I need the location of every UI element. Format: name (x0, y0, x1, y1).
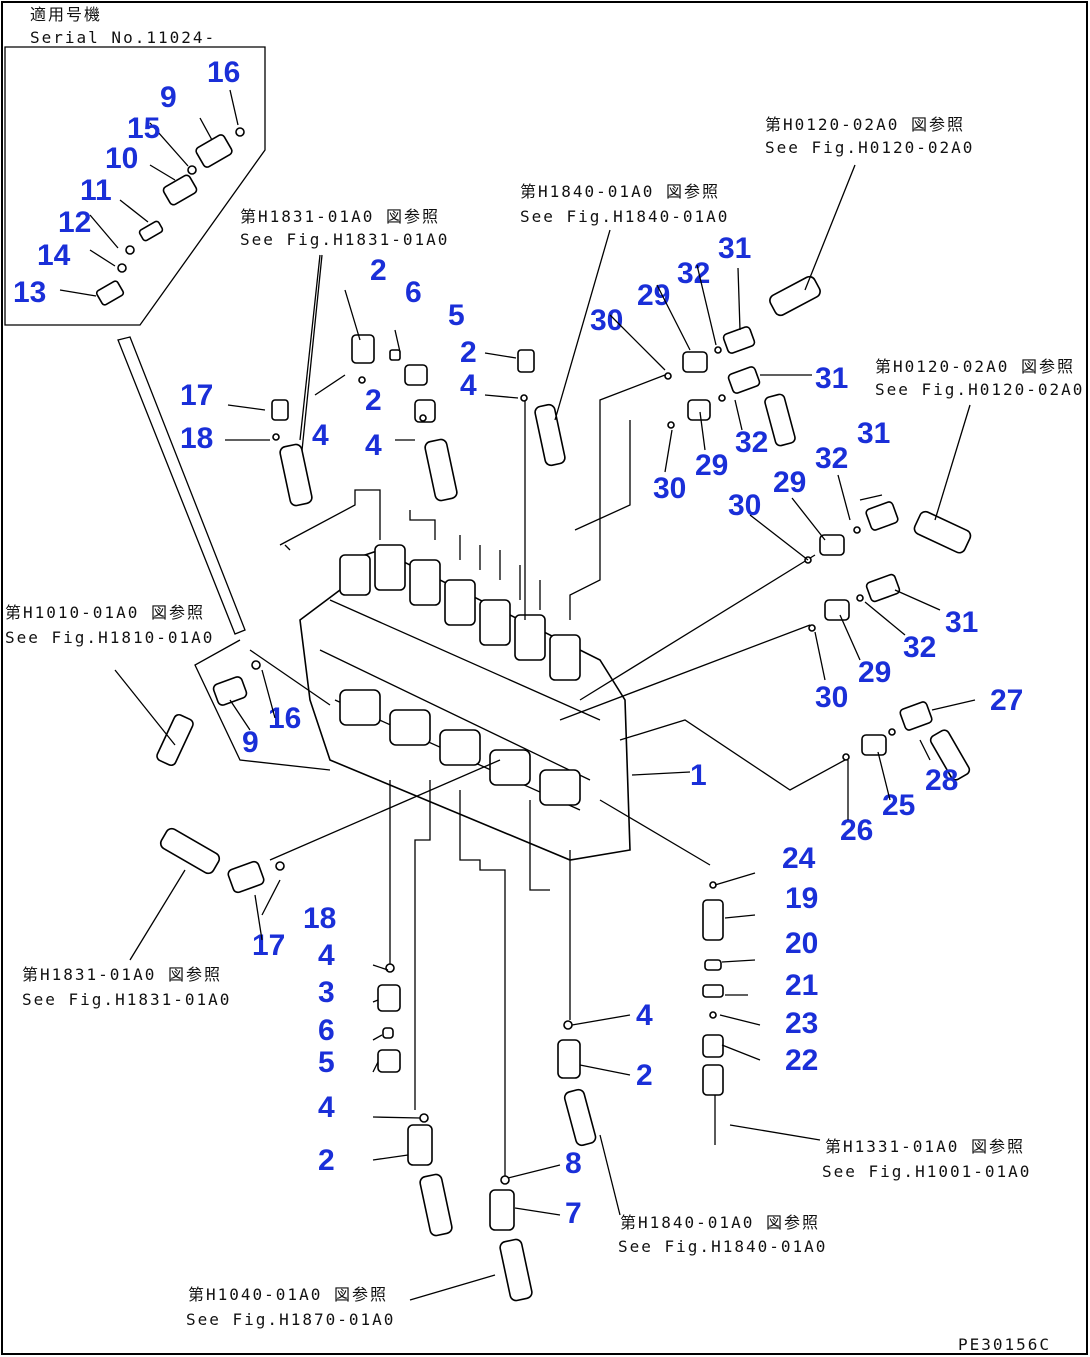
callout: 2 (370, 254, 387, 287)
callout: 3 (318, 976, 335, 1009)
callout: 16 (268, 702, 301, 735)
ref-h1331-bottom-en: See Fig.H1001-01A0 (822, 1162, 1031, 1181)
ref-h1840-bottom-jp: 第H1840-01A0 図参照 (620, 1213, 820, 1232)
callout: 4 (460, 369, 477, 402)
reference-labels: 第H1831-01A0 図参照 See Fig.H1831-01A0 第H184… (5, 115, 1084, 1329)
ref-h1040-bottom-jp: 第H1040-01A0 図参照 (188, 1285, 388, 1304)
fittings (156, 275, 972, 1302)
callout: 22 (785, 1044, 818, 1077)
ref-h1831-bottom-jp: 第H1831-01A0 図参照 (22, 965, 222, 984)
ref-h0120-top-en: See Fig.H0120-02A0 (765, 138, 974, 157)
ref-h1831-top-en: See Fig.H1831-01A0 (240, 230, 449, 249)
callout: 2 (636, 1059, 653, 1092)
ref-h0120-top-jp: 第H0120-02A0 図参照 (765, 115, 965, 134)
callout: 27 (990, 684, 1023, 717)
callout: 8 (565, 1147, 582, 1180)
leader-lines (194, 254, 846, 1180)
callout: 1 (690, 759, 707, 792)
callout: 30 (653, 472, 686, 505)
inset-title: 適用号機 (30, 5, 102, 24)
callout: 21 (785, 969, 818, 1002)
callout: 26 (840, 814, 873, 847)
callout: 6 (405, 276, 422, 309)
callout: 30 (590, 304, 623, 337)
callout: 4 (365, 429, 382, 462)
callout: 5 (318, 1046, 335, 1079)
control-valve-body (299, 544, 631, 861)
ref-h1010-left-en: See Fig.H1810-01A0 (5, 628, 214, 647)
ref-h1840-top-jp: 第H1840-01A0 図参照 (520, 182, 720, 201)
callout: 32 (815, 442, 848, 475)
callout: 25 (882, 789, 915, 822)
callout: 31 (857, 417, 890, 450)
callout: 32 (735, 426, 768, 459)
callout: 2 (318, 1144, 335, 1177)
callout: 31 (718, 232, 751, 265)
callout: 4 (312, 419, 329, 452)
callout: 16 (207, 56, 240, 89)
ref-h1831-top-jp: 第H1831-01A0 図参照 (240, 207, 440, 226)
callout: 2 (365, 384, 382, 417)
ref-h1331-bottom-jp: 第H1331-01A0 図参照 (825, 1137, 1025, 1156)
callout: 4 (318, 1091, 335, 1124)
o-rings (251, 346, 896, 1185)
callout: 30 (815, 681, 848, 714)
callout: 10 (105, 142, 138, 175)
callout: 18 (180, 422, 213, 455)
callout: 6 (318, 1014, 335, 1047)
callout: 32 (677, 257, 710, 290)
ref-h1840-top-en: See Fig.H1840-01A0 (520, 207, 729, 226)
callout: 11 (80, 174, 112, 207)
callout: 24 (782, 842, 816, 875)
callout: 2 (460, 336, 477, 369)
drawing-code: PE30156C (958, 1335, 1051, 1354)
callout: 28 (925, 764, 958, 797)
ref-h1040-bottom-en: See Fig.H1870-01A0 (186, 1310, 395, 1329)
reference-arrows (114, 164, 971, 1301)
ref-h1840-bottom-en: See Fig.H1840-01A0 (618, 1237, 827, 1256)
callout: 31 (815, 362, 848, 395)
callout: 17 (180, 379, 213, 412)
callout: 31 (945, 606, 978, 639)
callout: 32 (903, 631, 936, 664)
callout: 9 (242, 726, 259, 759)
callout: 4 (318, 939, 335, 972)
callout: 14 (37, 239, 71, 272)
callout: 7 (565, 1197, 582, 1230)
callout: 9 (160, 81, 177, 114)
callout: 12 (58, 206, 91, 239)
callout: 4 (636, 999, 653, 1032)
callout: 20 (785, 927, 818, 960)
ref-h1010-left-jp: 第H1010-01A0 図参照 (5, 603, 205, 622)
ref-h0120-right-en: See Fig.H0120-02A0 (875, 380, 1084, 399)
ref-h0120-right-jp: 第H0120-02A0 図参照 (875, 357, 1075, 376)
callout: 29 (637, 279, 670, 312)
callout-leaders (225, 264, 976, 1216)
callout: 29 (695, 449, 728, 482)
callout: 29 (773, 466, 806, 499)
ref-h1831-bottom-en: See Fig.H1831-01A0 (22, 990, 231, 1009)
callout: 30 (728, 489, 761, 522)
inset-serial: Serial No.11024- (30, 28, 216, 47)
callout: 17 (252, 929, 285, 962)
serial-inset: 適用号機 Serial No.11024- (4, 5, 266, 326)
callout-numbers: 16 9 15 10 11 12 14 13 2 6 5 2 4 17 18 4… (13, 56, 1023, 1230)
callout: 18 (303, 902, 336, 935)
callout: 29 (858, 656, 891, 689)
callout: 13 (13, 276, 46, 309)
callout: 19 (785, 882, 818, 915)
callout: 5 (448, 299, 465, 332)
callout: 15 (127, 112, 160, 145)
tie-rod (117, 336, 246, 635)
callout: 23 (785, 1007, 818, 1040)
